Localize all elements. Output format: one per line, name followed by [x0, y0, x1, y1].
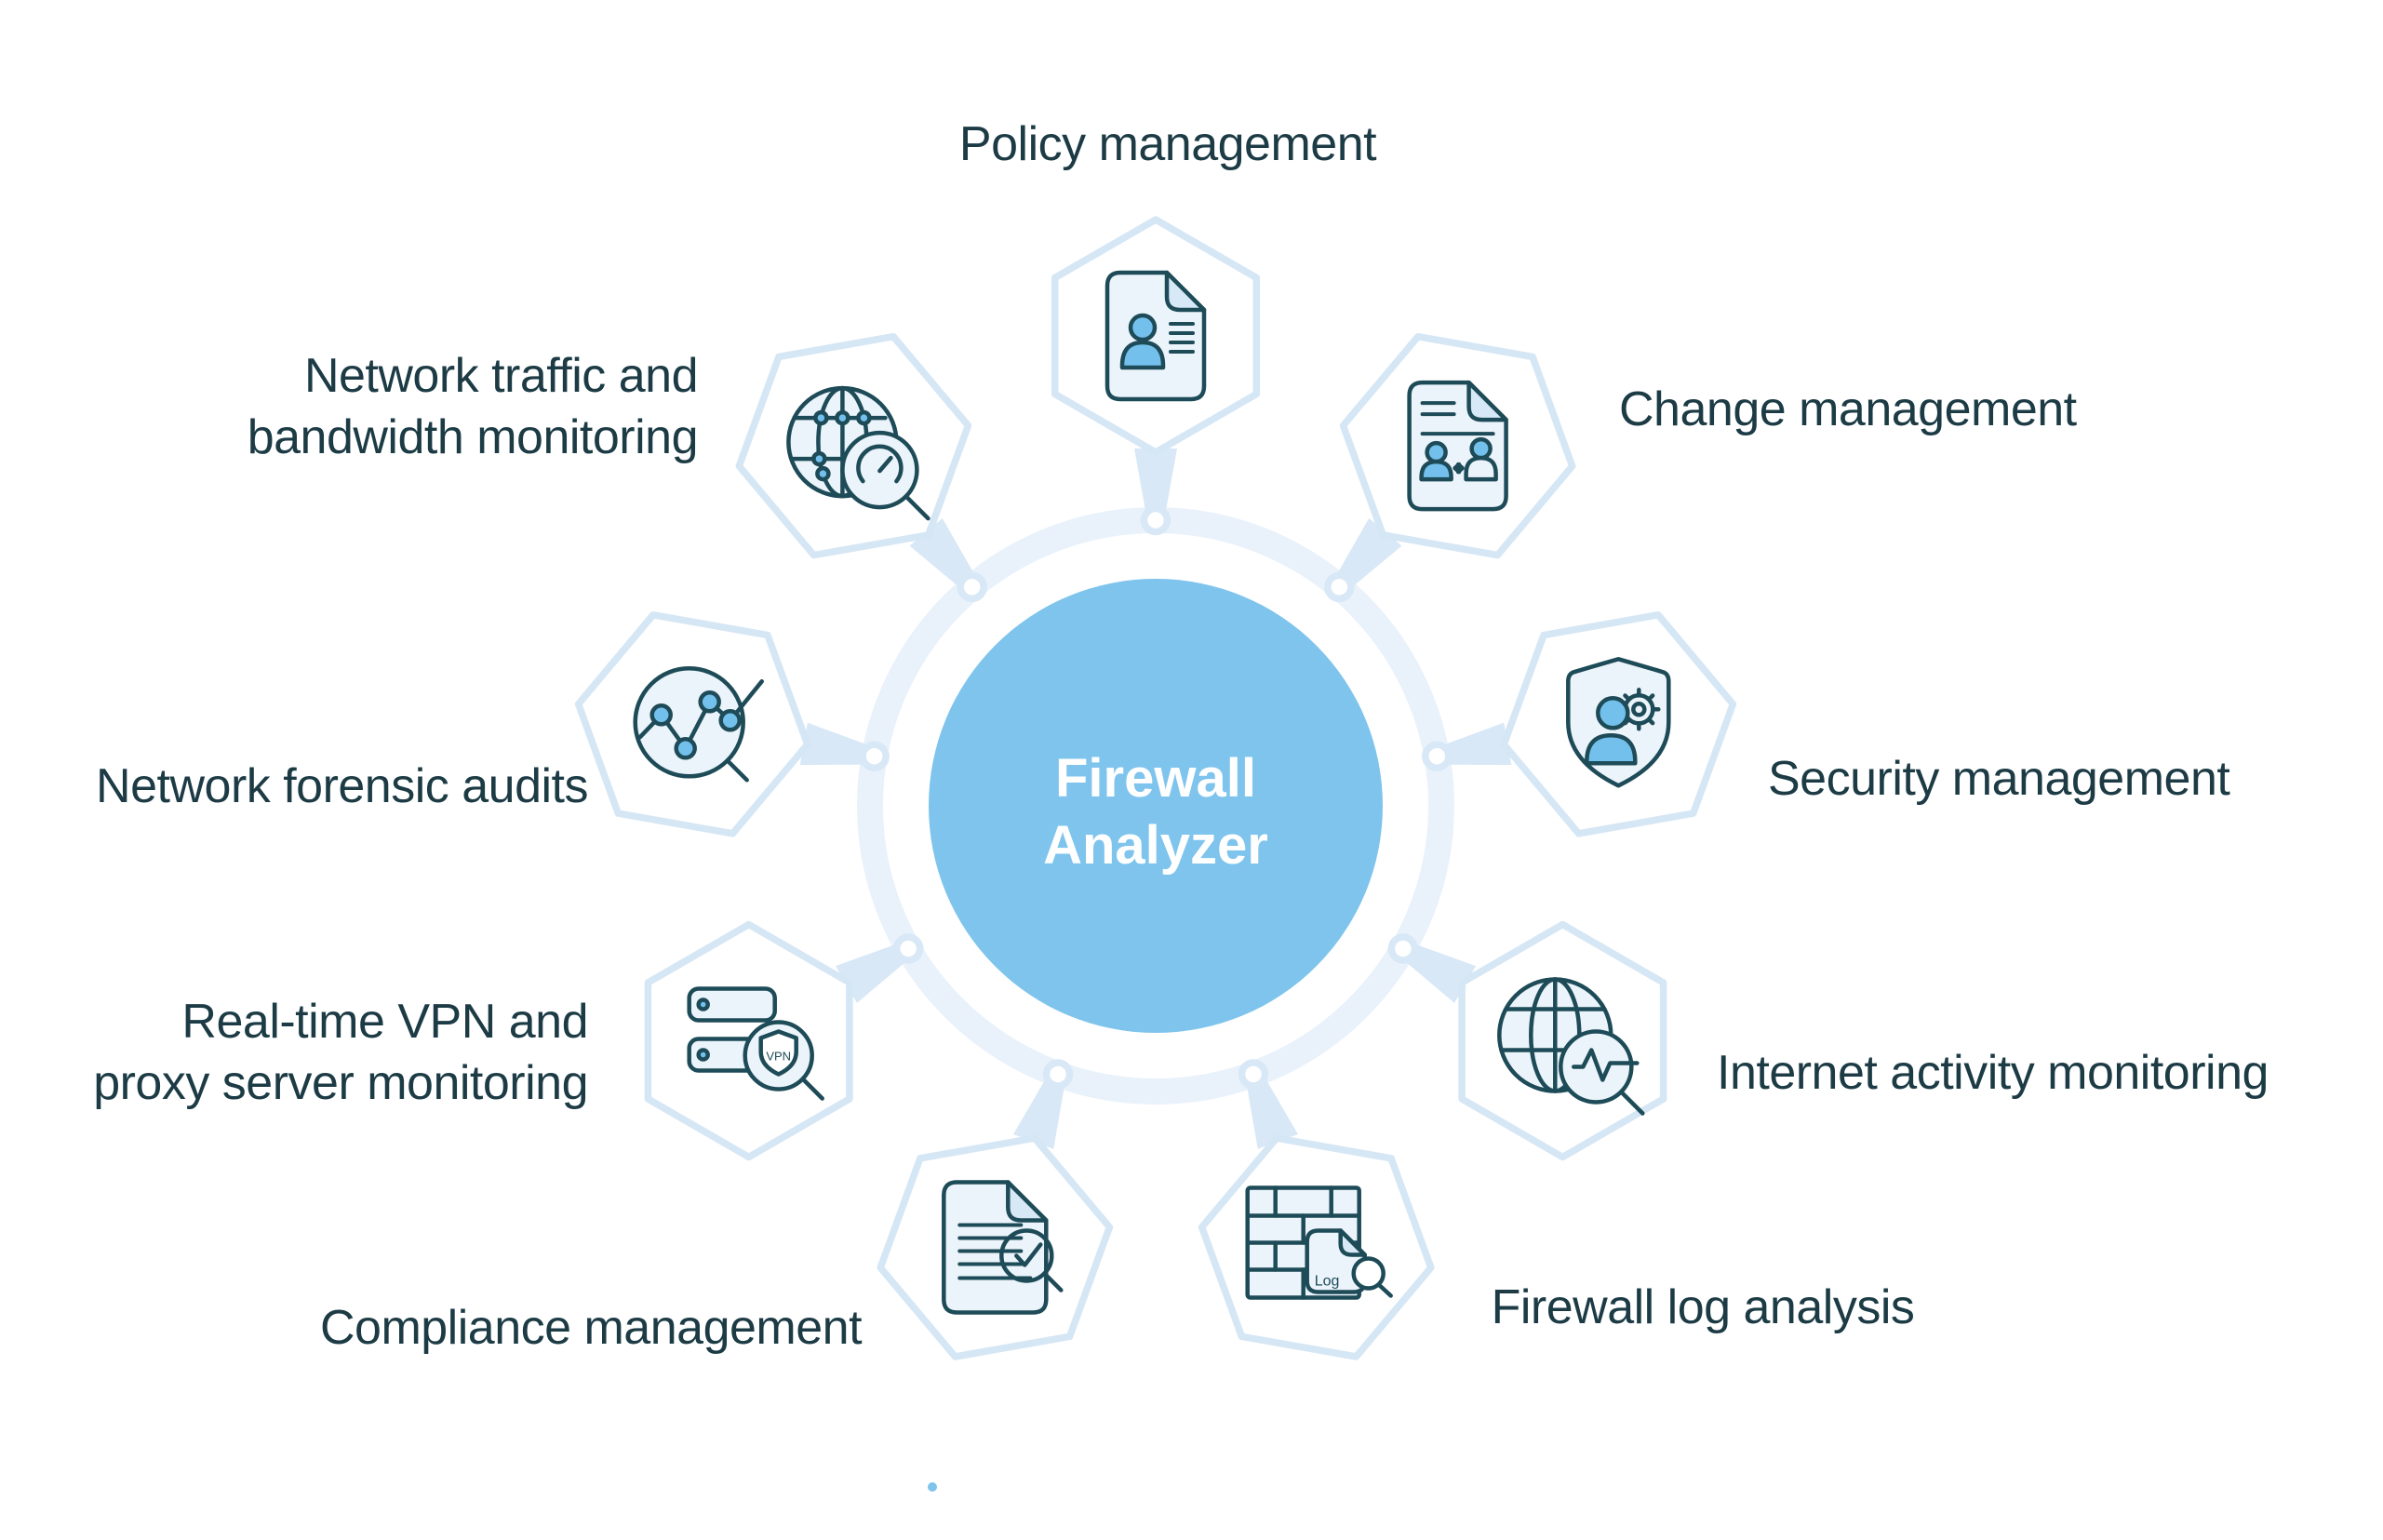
connector-node	[1387, 933, 1419, 964]
connector-node	[1238, 1059, 1269, 1090]
feature-label-line: Change management	[1619, 382, 2077, 436]
connector-stem	[1437, 722, 1512, 765]
firewall-log-magnifier-icon: Log	[1245, 1185, 1393, 1300]
connector-stem	[1245, 1073, 1298, 1149]
feature-label-policy-management: Policy management	[796, 114, 1540, 175]
connector-stem	[835, 942, 912, 1003]
feature-label-line: Internet activity monitoring	[1717, 1046, 2269, 1100]
connector-node	[1324, 571, 1355, 603]
shield-user-gear-icon	[1566, 657, 1671, 788]
center-title-line2: Analyzer	[1043, 815, 1268, 876]
feature-label-line: Compliance management	[319, 1301, 863, 1355]
connector-stem	[1399, 942, 1477, 1003]
log-label: Log	[1315, 1274, 1340, 1290]
feature-label-line: Network traffic and	[303, 349, 699, 403]
center-title: Firewall Analyzer	[877, 745, 1435, 879]
document-check-magnifier-icon	[942, 1180, 1064, 1315]
connector-stem	[1013, 1073, 1066, 1149]
feature-icons: Log VPN	[633, 270, 1671, 1315]
feature-label-change-management: Change management	[1619, 379, 2289, 440]
feature-label-line: Firewall log analysis	[1491, 1280, 1915, 1334]
feature-label-network-forensic-audits: Network forensic audits	[0, 756, 588, 817]
feature-label-line: bandwidth monitoring	[247, 410, 699, 464]
feature-label-compliance-management: Compliance management	[265, 1297, 917, 1359]
change-request-document-icon	[1407, 380, 1508, 512]
connector-node	[892, 933, 924, 964]
feature-label-security-management: Security management	[1768, 748, 2382, 810]
connector-node	[1042, 1059, 1074, 1090]
feature-label-line: Policy management	[958, 117, 1377, 171]
connector-node	[859, 741, 890, 771]
feature-label-line: proxy server monitoring	[93, 1056, 588, 1110]
vpn-servers-magnifier-icon: VPN	[687, 986, 824, 1101]
policy-document-icon	[1104, 270, 1207, 402]
feature-label-line: Network forensic audits	[96, 759, 588, 813]
feature-label-line: Security management	[1768, 752, 2230, 806]
connector-stem	[1134, 449, 1177, 518]
forensic-chart-magnifier-icon	[633, 666, 764, 783]
globe-activity-magnifier-icon	[1497, 977, 1645, 1116]
globe-gauge-magnifier-icon	[786, 385, 930, 521]
center-title-line1: Firewall	[1055, 748, 1256, 809]
feature-label-realtime-vpn-proxy-monitoring: Real-time VPN and proxy server monitoring	[0, 991, 588, 1114]
feature-label-line: Real-time VPN and	[181, 995, 588, 1049]
connector-node	[957, 571, 987, 603]
feature-label-firewall-log-analysis: Firewall log analysis	[1377, 1277, 2028, 1338]
decorative-dot	[928, 1482, 937, 1492]
connector-stem	[799, 722, 875, 765]
vpn-label: VPN	[766, 1050, 791, 1064]
center-circle	[929, 579, 1383, 1033]
feature-label-internet-activity-monitoring: Internet activity monitoring	[1717, 1042, 2383, 1104]
connector-node	[1140, 504, 1171, 536]
connector-node	[1422, 741, 1453, 771]
feature-label-network-traffic-bandwidth-monitoring: Network traffic and bandwidth monitoring	[0, 345, 699, 468]
